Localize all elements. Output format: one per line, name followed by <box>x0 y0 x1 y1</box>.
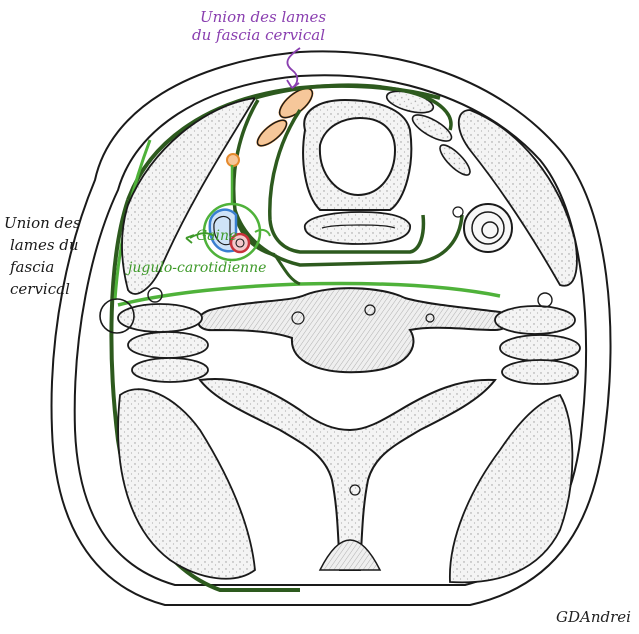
top-union-label-line2: du fascia cervical <box>192 26 325 44</box>
sheath-label-line1: Gaine <box>196 228 237 244</box>
top-union-label-line1: Union des lames <box>200 8 326 26</box>
left-union-label-line3: fascia <box>9 258 54 276</box>
left-union-label-line2: lames du <box>10 236 79 254</box>
trachea <box>303 100 411 210</box>
signature: GDAndrei <box>556 608 631 626</box>
left-union-label-line1: Union des <box>4 214 81 232</box>
small-vessel-left <box>227 154 239 166</box>
carotid-sheath-right <box>453 204 512 252</box>
esophagus <box>305 212 410 244</box>
left-union-label-line4: cervical <box>10 280 70 298</box>
scalene-right <box>495 293 580 384</box>
sternocleidomastoid-right <box>459 110 577 286</box>
vertebra <box>198 288 509 372</box>
trapezius-left <box>118 389 255 579</box>
sheath-label-line2: jugulo-carotidienne <box>125 260 266 276</box>
trapezius-right <box>450 395 573 582</box>
